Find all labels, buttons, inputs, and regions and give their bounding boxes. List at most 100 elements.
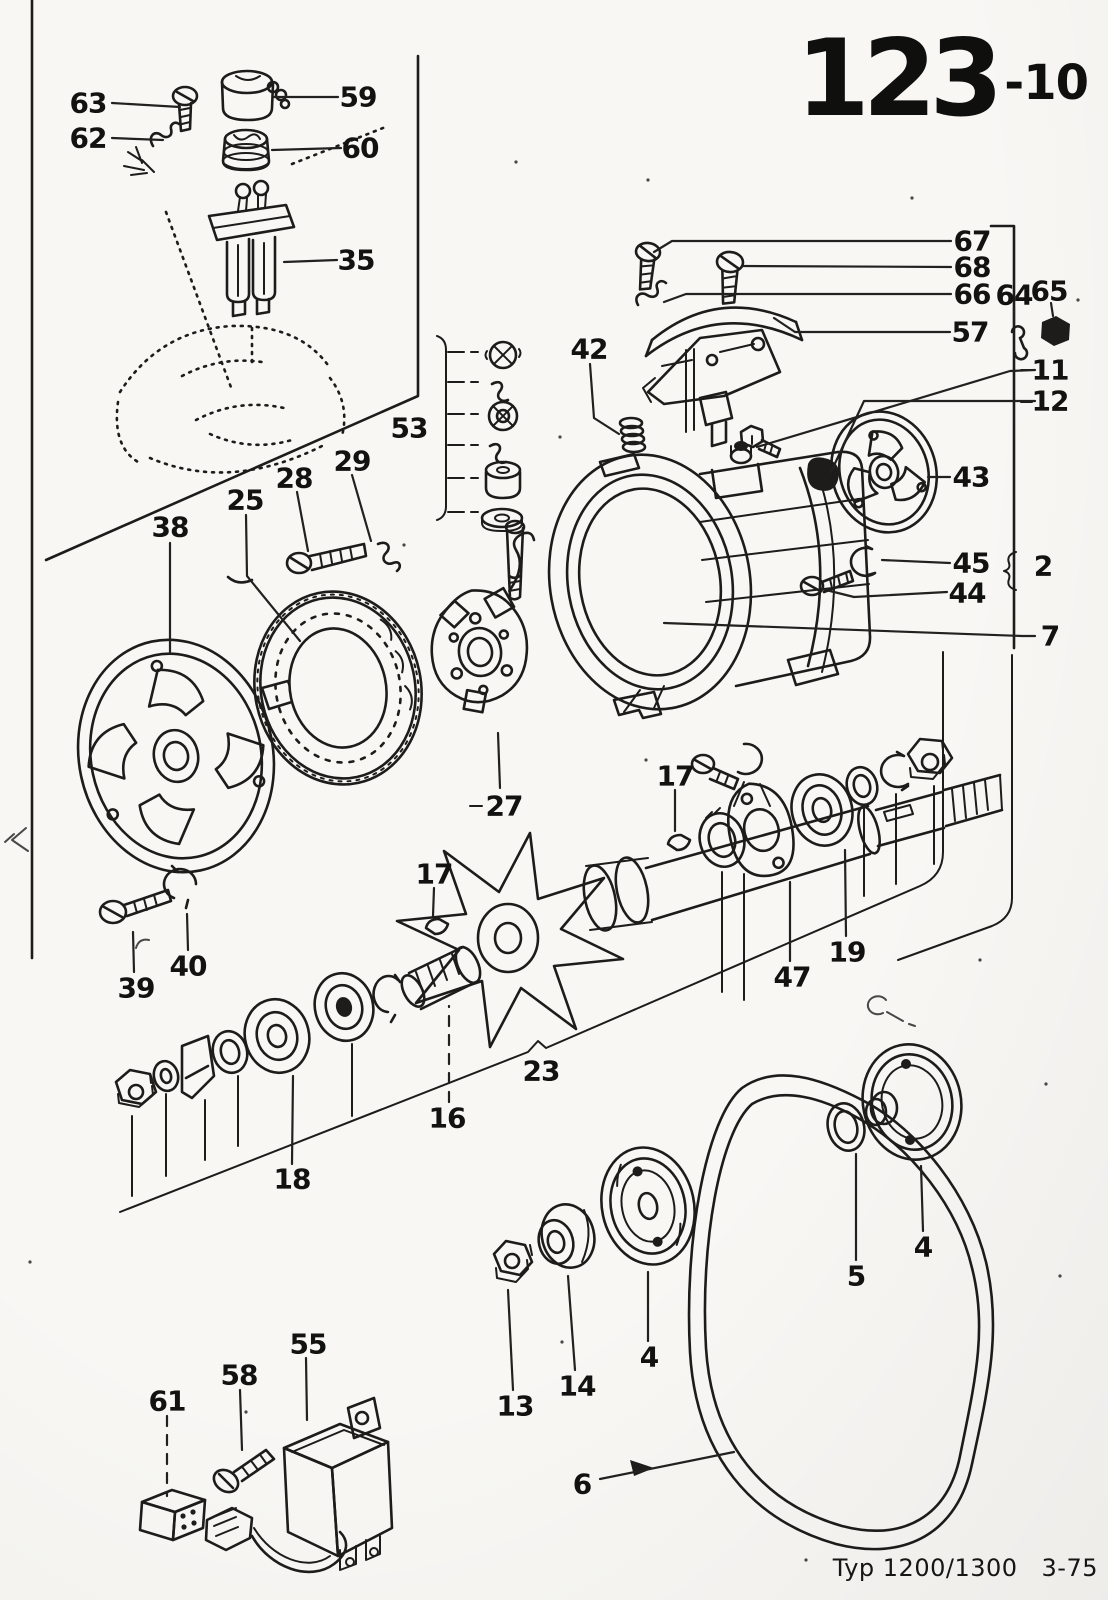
- bearing-19: [790, 773, 854, 847]
- leader-65: [1049, 301, 1055, 318]
- pulley-4-rear: [861, 1043, 963, 1161]
- circlip-rear: [879, 750, 910, 792]
- callout-19: 19: [828, 935, 867, 969]
- leader-11: [755, 368, 1037, 449]
- shim-plate: [180, 1034, 216, 1100]
- stray-marks: [4, 160, 1080, 1562]
- leader-25: [244, 513, 302, 643]
- leader-28: [295, 490, 310, 553]
- connector-61: [138, 1488, 207, 1542]
- footer: Typ 1200/1300 3-75: [833, 1554, 1098, 1582]
- callout-57: 57: [951, 315, 990, 349]
- snap-ring-40: [162, 864, 198, 910]
- callout-58: 58: [220, 1358, 259, 1392]
- leader-6: [598, 1450, 736, 1481]
- clip-62: [149, 121, 181, 148]
- leader-42: [588, 362, 621, 436]
- callout-6: 6: [572, 1467, 593, 1501]
- collar-60: [221, 128, 271, 172]
- leader-27: [496, 731, 502, 790]
- hub-14: [537, 1203, 596, 1269]
- callout-35: 35: [337, 243, 376, 277]
- leader-13: [506, 1288, 515, 1392]
- brace-assembly-2: [1003, 551, 1017, 591]
- callout-43: 43: [952, 460, 991, 494]
- clip-64: [1010, 325, 1029, 361]
- cap-59: [220, 69, 291, 122]
- leader-57: [772, 316, 952, 334]
- end-shield-38: [76, 638, 276, 874]
- callout-13: 13: [496, 1389, 535, 1423]
- callout-2: 2: [1033, 549, 1054, 583]
- footer-date: 3-75: [1041, 1554, 1098, 1582]
- screw-68: [715, 250, 745, 305]
- callout-17: 17: [415, 857, 454, 891]
- cover-band-57: [642, 306, 804, 448]
- nut-65: [1041, 316, 1070, 346]
- leader-layer: [110, 95, 1055, 1498]
- key-17-rear: [666, 833, 692, 852]
- callout-38: 38: [151, 510, 190, 544]
- v-belt-6: [687, 1074, 995, 1551]
- engine-sketch: [115, 124, 390, 474]
- c-clip-45: [849, 544, 877, 578]
- spacer-ring: [698, 807, 746, 868]
- regulator-55: [282, 1396, 394, 1571]
- leader-19: [843, 848, 848, 938]
- circlip-front: [372, 973, 402, 1024]
- callout-62: 62: [69, 121, 108, 155]
- rotor-group: [395, 737, 1004, 1049]
- bracket-53: [436, 335, 447, 521]
- callout-44: 44: [948, 576, 987, 610]
- washer-rear: [845, 765, 879, 807]
- callout-53: 53: [390, 411, 429, 445]
- clip-29: [376, 541, 402, 573]
- leader-58: [238, 1388, 244, 1452]
- footer-model: Typ 1200/1300: [832, 1554, 1018, 1582]
- bolt-28: [285, 542, 368, 575]
- leader-67: [652, 239, 953, 254]
- inset-group: [115, 69, 390, 474]
- callout-47: 47: [773, 960, 812, 994]
- regulator-group: [138, 1396, 394, 1574]
- callout-12: 12: [1031, 384, 1070, 418]
- leader-55: [304, 1356, 309, 1422]
- rotor-23: [395, 831, 625, 1049]
- leader-62: [110, 136, 165, 142]
- callout-4-2: 4: [913, 1230, 934, 1264]
- harness-plug: [204, 1506, 348, 1574]
- callout-65: 65: [1030, 274, 1069, 308]
- callout-39: 39: [117, 971, 156, 1005]
- callout-67: 67: [953, 224, 992, 258]
- callout-60: 60: [341, 131, 380, 165]
- spring-42: [618, 416, 647, 454]
- stator-group: [76, 340, 536, 874]
- hub-disc: [313, 971, 375, 1043]
- screw-44: [799, 569, 855, 597]
- leader-4-2: [919, 1164, 925, 1233]
- callout-63: 63: [69, 86, 108, 120]
- brush-holder-35: [207, 179, 296, 318]
- bearing-18: [243, 997, 311, 1075]
- callout-42: 42: [570, 332, 609, 366]
- pulley-4-front: [600, 1146, 696, 1266]
- front-parts-group: [98, 864, 402, 1108]
- callout-45: 45: [952, 546, 991, 580]
- callout-66: 66: [953, 277, 992, 311]
- callout-59: 59: [339, 80, 378, 114]
- pulley-group: [492, 1043, 995, 1551]
- screw-39: [98, 888, 173, 925]
- lock-washer-rear: [736, 742, 764, 776]
- stator-25: [253, 590, 423, 786]
- leader-17: [431, 886, 436, 918]
- screw-67: [634, 241, 662, 291]
- callout-68: 68: [953, 250, 992, 284]
- clip-66: [635, 279, 668, 307]
- cover-band-group: [618, 241, 839, 491]
- leader-18: [290, 1074, 295, 1166]
- leader-7: [662, 621, 1037, 638]
- catalog-number: 123: [796, 17, 1003, 140]
- callout-29: 29: [333, 444, 372, 478]
- callout-14: 14: [558, 1369, 597, 1403]
